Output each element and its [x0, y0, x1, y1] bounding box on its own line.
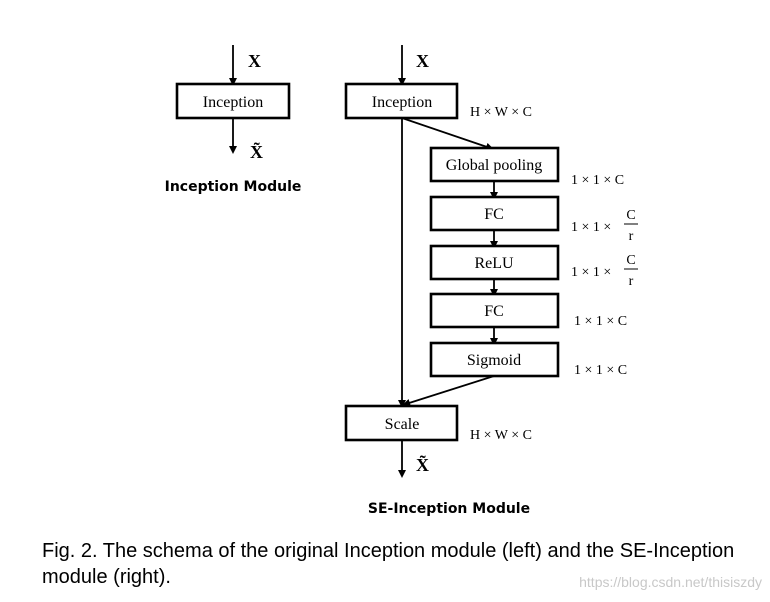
relu-box: ReLU	[429, 244, 560, 281]
sigmoid-label: Sigmoid	[467, 352, 521, 369]
global-pooling-dim-label: 1 × 1 × C	[571, 173, 624, 188]
right-inception-box: Inception	[344, 82, 459, 120]
fc1-dim-label: 1 × 1 × C r	[571, 208, 638, 244]
right-module-title: SE-Inception Module	[368, 501, 530, 517]
sigmoid-box: Sigmoid	[429, 341, 560, 378]
left-inception-module: X Inception X̃ Inception Module	[165, 45, 302, 195]
relu-dim-denominator: r	[629, 274, 634, 289]
left-module-title: Inception Module	[165, 179, 302, 195]
left-output-label: X̃	[250, 142, 263, 162]
watermark: https://blog.csdn.net/thisiszdy	[579, 574, 762, 590]
fc2-label: FC	[484, 303, 504, 320]
scale-box: Scale	[344, 404, 459, 442]
sigmoid-to-scale-line	[402, 375, 495, 407]
global-pooling-box: Global pooling	[429, 146, 560, 183]
figure-caption: Fig. 2. The schema of the original Incep…	[42, 540, 735, 588]
relu-dim-numerator: C	[626, 253, 635, 268]
right-inception-label: Inception	[372, 94, 432, 111]
scale-label: Scale	[385, 416, 420, 433]
fc1-dim-prefix: 1 × 1 ×	[571, 220, 611, 235]
sigmoid-dim-label: 1 × 1 × C	[574, 363, 627, 378]
left-input-label: X	[248, 51, 261, 71]
inception-dim-label: H × W × C	[470, 105, 532, 120]
right-input-label: X	[416, 51, 429, 71]
relu-label: ReLU	[474, 255, 514, 272]
fc1-box: FC	[429, 195, 560, 232]
fc2-box: FC	[429, 292, 560, 329]
fc1-label: FC	[484, 206, 504, 223]
inception-to-pooling-line	[401, 117, 494, 151]
left-inception-label: Inception	[203, 94, 263, 111]
fc1-dim-numerator: C	[626, 208, 635, 223]
fc2-dim-label: 1 × 1 × C	[574, 314, 627, 329]
right-output-label: X̃	[416, 455, 429, 475]
right-se-inception-module: X Inception H × W × C Global pooling 1 ×…	[344, 45, 638, 517]
left-inception-box: Inception	[175, 82, 291, 120]
scale-dim-label: H × W × C	[470, 428, 532, 443]
relu-dim-prefix: 1 × 1 ×	[571, 265, 611, 280]
fc1-dim-denominator: r	[629, 229, 634, 244]
relu-dim-label: 1 × 1 × C r	[571, 253, 638, 289]
global-pooling-label: Global pooling	[446, 157, 542, 174]
